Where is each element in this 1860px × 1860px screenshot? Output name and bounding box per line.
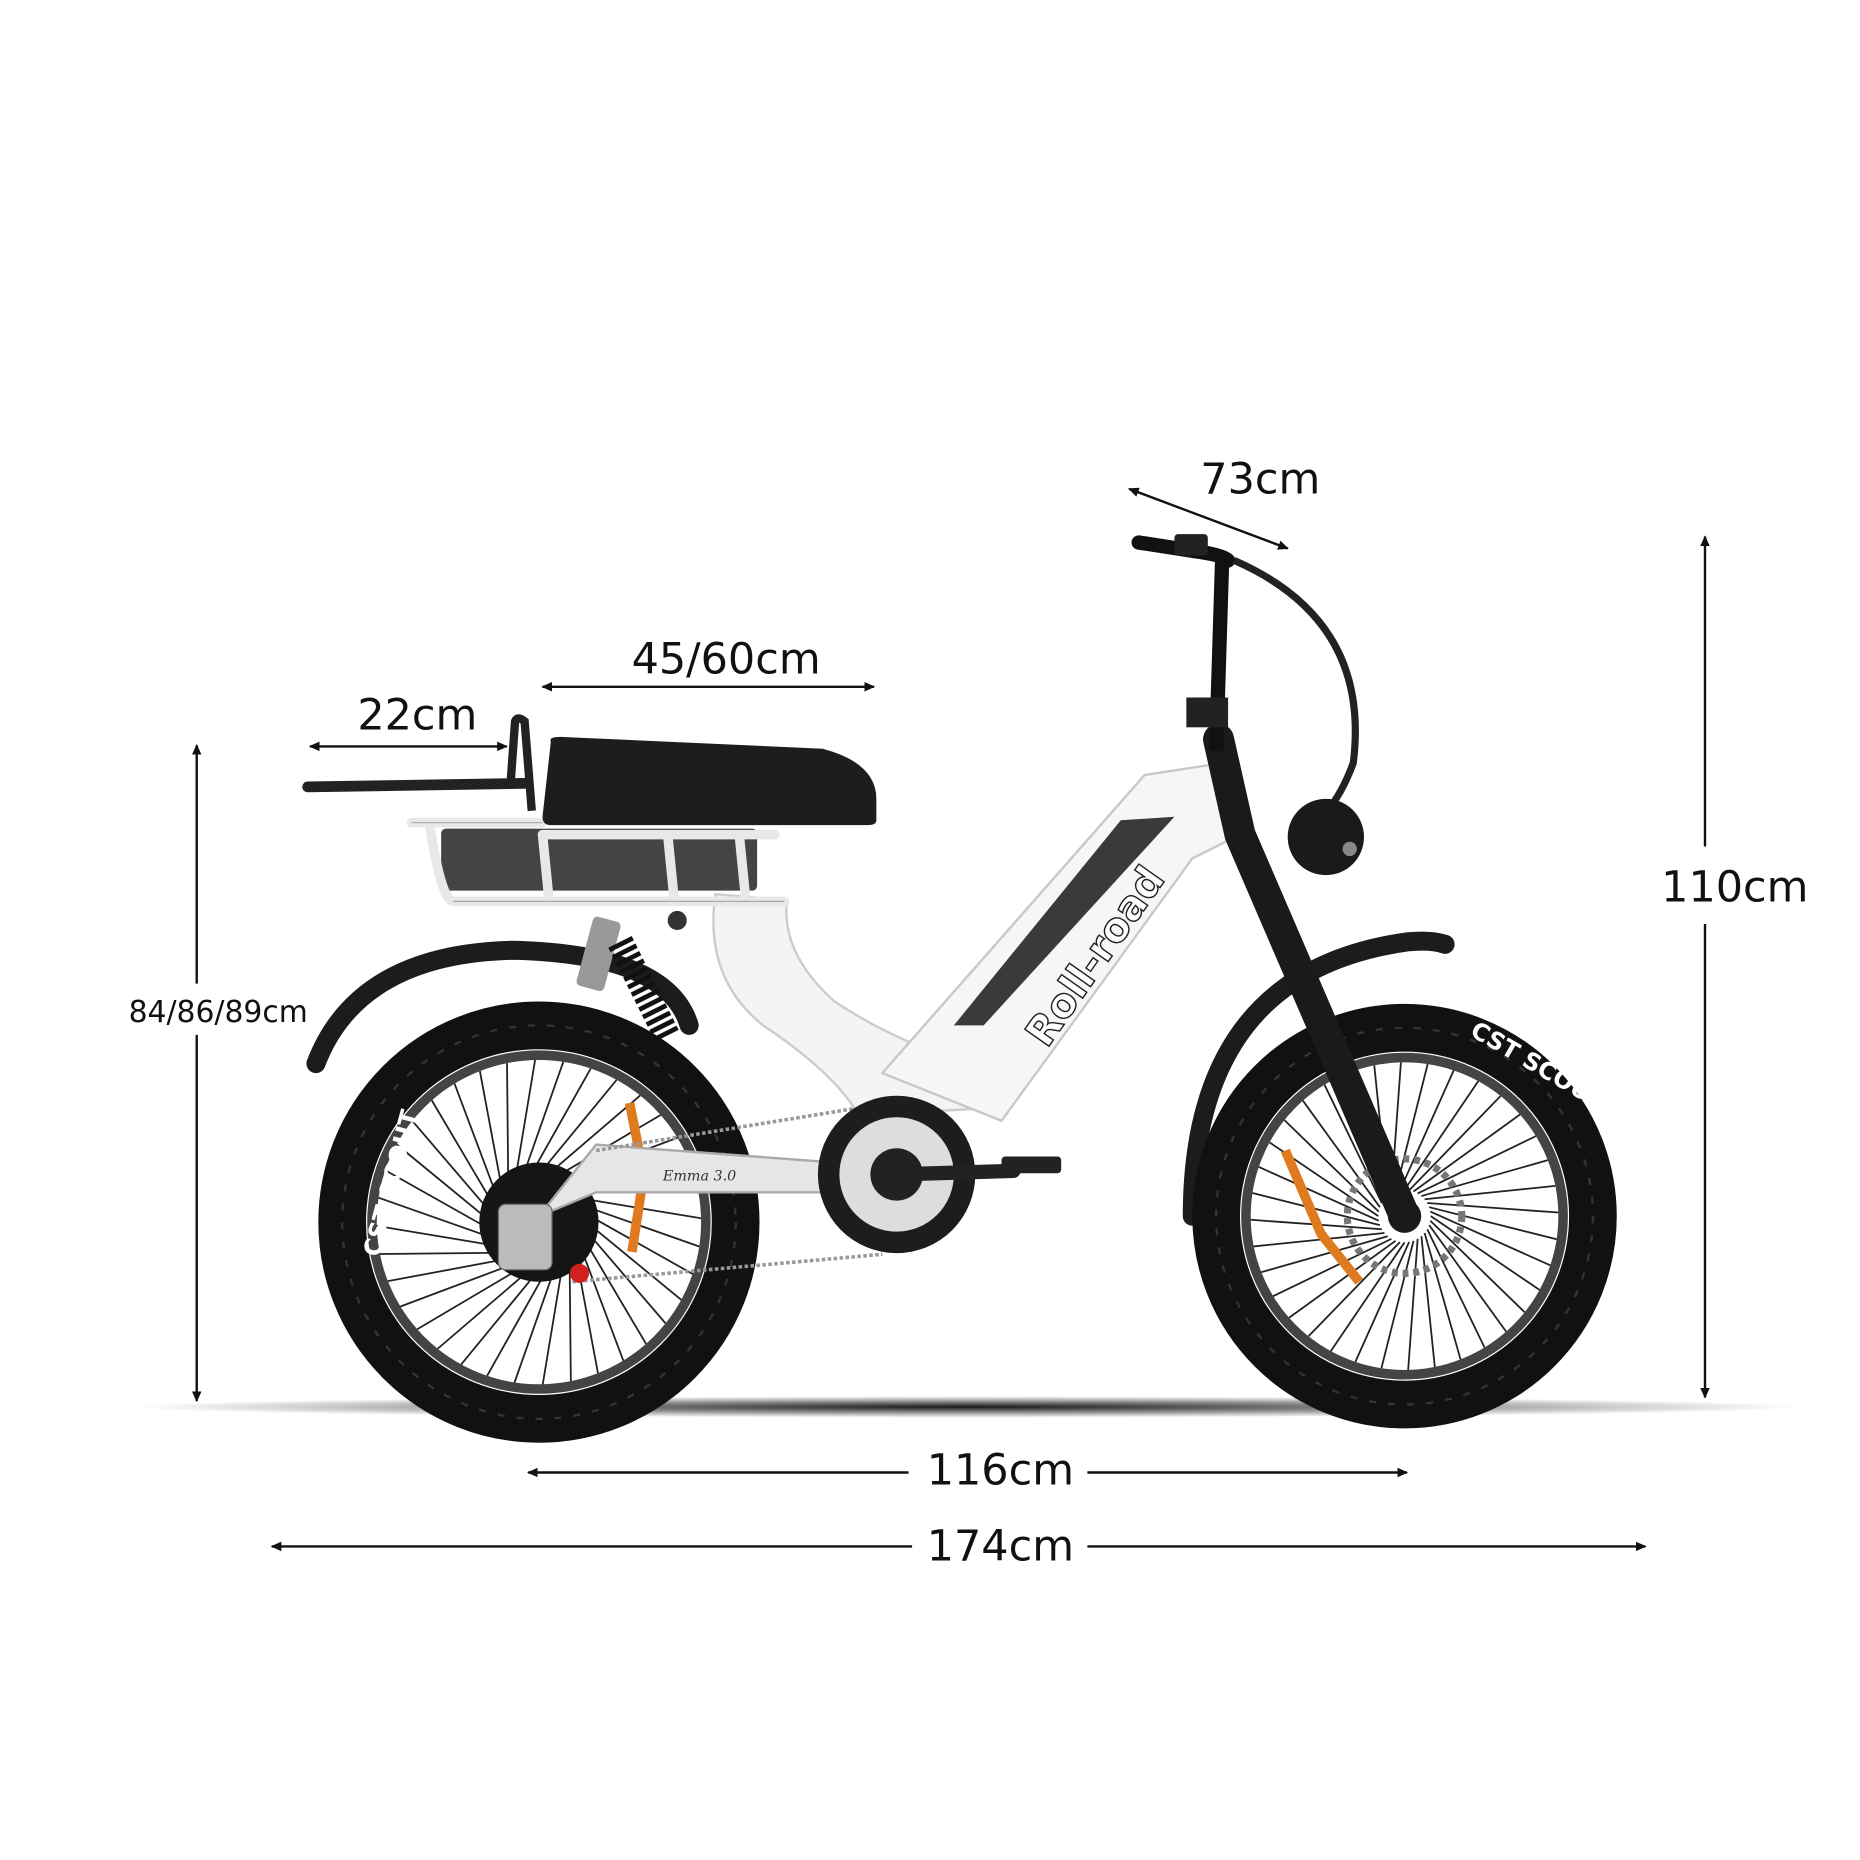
- seat: [542, 736, 877, 826]
- spoke: [506, 1063, 510, 1186]
- spoke: [521, 1061, 565, 1178]
- spoke: [1428, 1224, 1507, 1333]
- spoke: [1421, 1159, 1549, 1197]
- spoke: [396, 1143, 492, 1223]
- spoke: [1272, 1238, 1392, 1297]
- spoke: [1330, 1241, 1406, 1352]
- spoke: [1429, 1220, 1526, 1313]
- spoke: [416, 1266, 524, 1331]
- spoke: [1430, 1210, 1551, 1267]
- model-name: Emma 3.0: [662, 1168, 736, 1184]
- spoke: [379, 1251, 503, 1255]
- derailleur: [497, 1203, 553, 1271]
- spoke: [453, 1083, 499, 1199]
- rack-length-label: 22cm: [357, 691, 477, 741]
- spoke: [541, 1263, 564, 1385]
- dimension-overall-height: 110cm: [1661, 535, 1808, 1399]
- spoke: [460, 1269, 540, 1365]
- overall-height-label: 110cm: [1661, 862, 1808, 912]
- chain: [572, 1107, 883, 1284]
- spoke: [568, 1258, 572, 1382]
- spoke: [513, 1266, 557, 1383]
- front-reflector: [1280, 1148, 1363, 1285]
- spoke: [1261, 1235, 1388, 1274]
- seat-height-label: 84/86/89cm: [129, 995, 308, 1030]
- spoke: [1288, 1240, 1397, 1319]
- spoke: [1258, 1166, 1380, 1222]
- spoke: [378, 1196, 495, 1240]
- spoke: [1426, 1228, 1486, 1348]
- overall-length-label: 174cm: [927, 1522, 1074, 1572]
- headlight: [1287, 798, 1364, 876]
- spoke: [546, 1094, 641, 1176]
- spoke: [1412, 1113, 1521, 1193]
- spoke: [384, 1169, 493, 1232]
- spoke: [387, 1257, 509, 1283]
- spoke: [486, 1268, 548, 1377]
- dimension-rack-length: 22cm: [308, 691, 508, 752]
- spoke: [538, 1079, 618, 1175]
- seat-length-label: 45/60cm: [632, 635, 821, 685]
- spoke: [514, 1059, 536, 1181]
- frame-down-tube: [880, 761, 1242, 1123]
- spoke: [579, 1245, 625, 1361]
- spoke: [1380, 1240, 1415, 1369]
- spoke: [1403, 1080, 1480, 1191]
- brake-cable: [1232, 557, 1359, 826]
- spoke: [1424, 1184, 1556, 1201]
- spoke: [1307, 1241, 1401, 1337]
- spoke: [1427, 1202, 1559, 1214]
- ground-shadow: [131, 1396, 1801, 1418]
- dimension-seat-height: 84/86/89cm: [129, 744, 308, 1403]
- dimension-wheelbase: 116cm: [527, 1445, 1409, 1495]
- spoke: [1428, 1206, 1557, 1241]
- spoke: [1420, 1236, 1436, 1368]
- rear-rack: [302, 714, 790, 907]
- spoke: [1417, 1135, 1537, 1195]
- spoke: [376, 1225, 498, 1247]
- spoke: [582, 1237, 647, 1345]
- spoke: [1430, 1215, 1541, 1291]
- spoke: [586, 1221, 682, 1301]
- spoke: [1252, 1192, 1381, 1226]
- spoke: [1323, 1084, 1383, 1204]
- rear-fender: [306, 940, 699, 1074]
- spoke: [583, 1204, 700, 1248]
- spoke: [400, 1262, 516, 1308]
- dimension-seat-length: 45/60cm: [541, 635, 876, 692]
- wheelbase-label: 116cm: [927, 1445, 1074, 1495]
- chainring: [817, 1095, 1062, 1254]
- spoke: [529, 1068, 592, 1176]
- spoke: [1253, 1232, 1385, 1248]
- handlebar-width-label: 73cm: [1200, 455, 1320, 505]
- spoke: [411, 1120, 493, 1215]
- front-fork: [1203, 723, 1421, 1232]
- rear-shock: [576, 910, 687, 1044]
- dimension-handlebar-width: 73cm: [1127, 455, 1320, 550]
- spoke: [1399, 1070, 1455, 1191]
- spoke: [585, 1213, 694, 1275]
- battery: [953, 816, 1175, 1026]
- spoke: [437, 1268, 532, 1350]
- spoke: [1354, 1241, 1410, 1363]
- spoke: [1283, 1119, 1380, 1213]
- spoke: [1423, 1232, 1462, 1360]
- spoke: [1408, 1095, 1502, 1191]
- e-bike-illustration: CST SCOUT CST SCOUT Roll-road Emma 3.0: [302, 534, 1617, 1443]
- spoke: [479, 1070, 504, 1192]
- spoke: [585, 1229, 667, 1324]
- spoke: [1407, 1238, 1419, 1370]
- spoke: [1302, 1100, 1381, 1208]
- dimension-overall-length: 174cm: [270, 1522, 1647, 1572]
- spoke: [431, 1099, 495, 1207]
